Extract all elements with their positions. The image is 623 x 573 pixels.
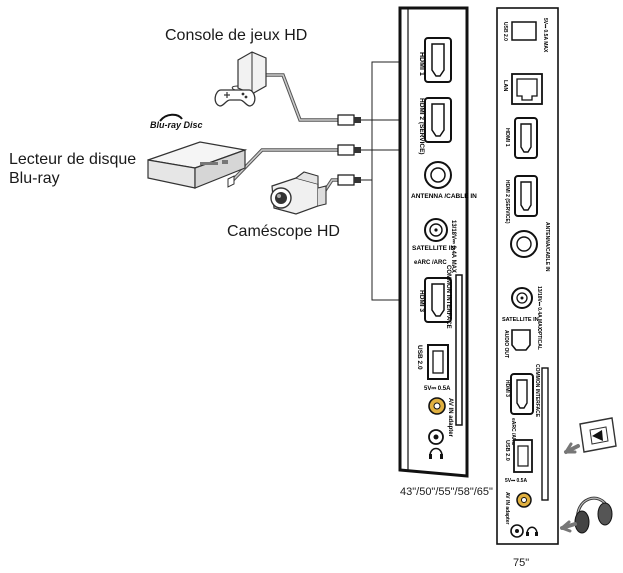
- left-usb-power-label: 5V⎓ 0.5A: [424, 386, 451, 392]
- right-av-label: AV IN adapter: [504, 492, 510, 524]
- right-lan-label: LAN: [502, 80, 508, 91]
- right-satellite-port[interactable]: [511, 287, 533, 309]
- left-usb-port[interactable]: [427, 344, 449, 380]
- right-hdmi1-label: HDMI 1: [504, 128, 510, 147]
- left-panel-size-label: 43"/50"/55"/58"/65": [400, 486, 493, 498]
- right-hdmi1-port[interactable]: [514, 117, 538, 159]
- right-usb-top-label: USB 2.0: [502, 22, 508, 41]
- right-hdmi3-port[interactable]: [510, 373, 534, 415]
- right-optical-label: OPTICAL: [536, 328, 542, 350]
- right-headphone-port[interactable]: [510, 524, 524, 538]
- left-satellite-power-label: 13/18V⎓ 0.4A MAX: [450, 220, 456, 273]
- game-console-icon: [214, 51, 267, 107]
- right-panel-size-label: 75": [513, 557, 530, 569]
- right-headphone-small-icon: [526, 526, 538, 536]
- right-ci-label: COMMON INTERFACE: [534, 364, 540, 418]
- right-usb-label: USB 2.0: [504, 440, 510, 461]
- right-earc-label: eARC /ARC: [510, 418, 516, 446]
- hdmi-plugs: [337, 114, 361, 186]
- left-hdmi2-label: HDMI 2 (SERVICE): [418, 98, 425, 155]
- right-antenna-port[interactable]: [510, 230, 538, 258]
- right-usb-top-port[interactable]: [511, 21, 537, 41]
- tv-panel-75: USB 2.0 5V⎓ 0.5A MAX LAN HDMI 1 HDMI 2 (…: [496, 7, 559, 545]
- left-av-port[interactable]: [428, 397, 446, 415]
- right-satellite-label: SATELLITE IN: [502, 317, 539, 323]
- right-antenna-label: ANTENNA/CABLE IN: [544, 222, 550, 272]
- right-audio-out-label: AUDIO OUT: [503, 330, 509, 358]
- ci-card-icon: [564, 417, 617, 454]
- right-hdmi3-label: HDMI 3: [504, 380, 510, 397]
- left-ci-slot[interactable]: [455, 274, 463, 426]
- right-lan-port[interactable]: [511, 73, 543, 105]
- left-antenna-port[interactable]: [424, 161, 452, 189]
- left-hdmi1-label: HDMI 1: [418, 52, 425, 76]
- right-hdmi2-port[interactable]: [514, 175, 538, 217]
- left-ci-label: COMMON INTERFACE: [445, 265, 451, 329]
- right-hdmi2-label: HDMI 2 (SERVICE): [504, 180, 510, 224]
- bluray-label-line2: Blu-ray: [9, 170, 60, 187]
- headphones-icon: [560, 496, 613, 534]
- left-av-label: AV IN adapter: [447, 398, 453, 438]
- bluray-player-icon: Blu-ray Disc: [147, 113, 248, 189]
- bluray-label-line1: Lecteur de disque: [9, 151, 137, 168]
- right-usb-top-power-label: 5V⎓ 0.5A MAX: [542, 18, 548, 53]
- camcorder-icon: [270, 171, 327, 215]
- console-label: Console de jeux HD: [165, 27, 308, 44]
- bluray-logo: Blu-ray Disc: [150, 120, 203, 130]
- left-satellite-port[interactable]: [424, 218, 448, 242]
- left-hdmi1-port[interactable]: [424, 37, 452, 83]
- camcorder-label: Caméscope HD: [227, 223, 340, 240]
- right-optical-port[interactable]: [511, 329, 531, 351]
- left-hdmi3-label: HDMI 3: [418, 290, 425, 312]
- right-usb-power-label: 5V⎓ 0.5A: [505, 478, 527, 484]
- left-usb-label: USB 2.0: [416, 345, 423, 370]
- right-usb-port[interactable]: [513, 439, 533, 473]
- right-av-port[interactable]: [516, 492, 532, 508]
- left-antenna-label: ANTENNA /CABLE IN: [411, 193, 477, 200]
- port-connector-lines: [361, 61, 399, 301]
- left-earc-label: eARC /ARC: [414, 260, 447, 266]
- left-headphone-icon: [429, 447, 443, 459]
- tv-panel-43-65: HDMI 1 HDMI 2 (SERVICE) ANTENNA /CABLE I…: [398, 6, 477, 478]
- right-satellite-power-label: 13/18V⎓ 0.4A MAX: [536, 286, 542, 331]
- left-hdmi2-port[interactable]: [424, 97, 452, 143]
- right-ci-slot[interactable]: [541, 367, 549, 501]
- left-satellite-label: SATELLITE IN: [412, 245, 456, 252]
- left-headphone-port[interactable]: [428, 429, 444, 445]
